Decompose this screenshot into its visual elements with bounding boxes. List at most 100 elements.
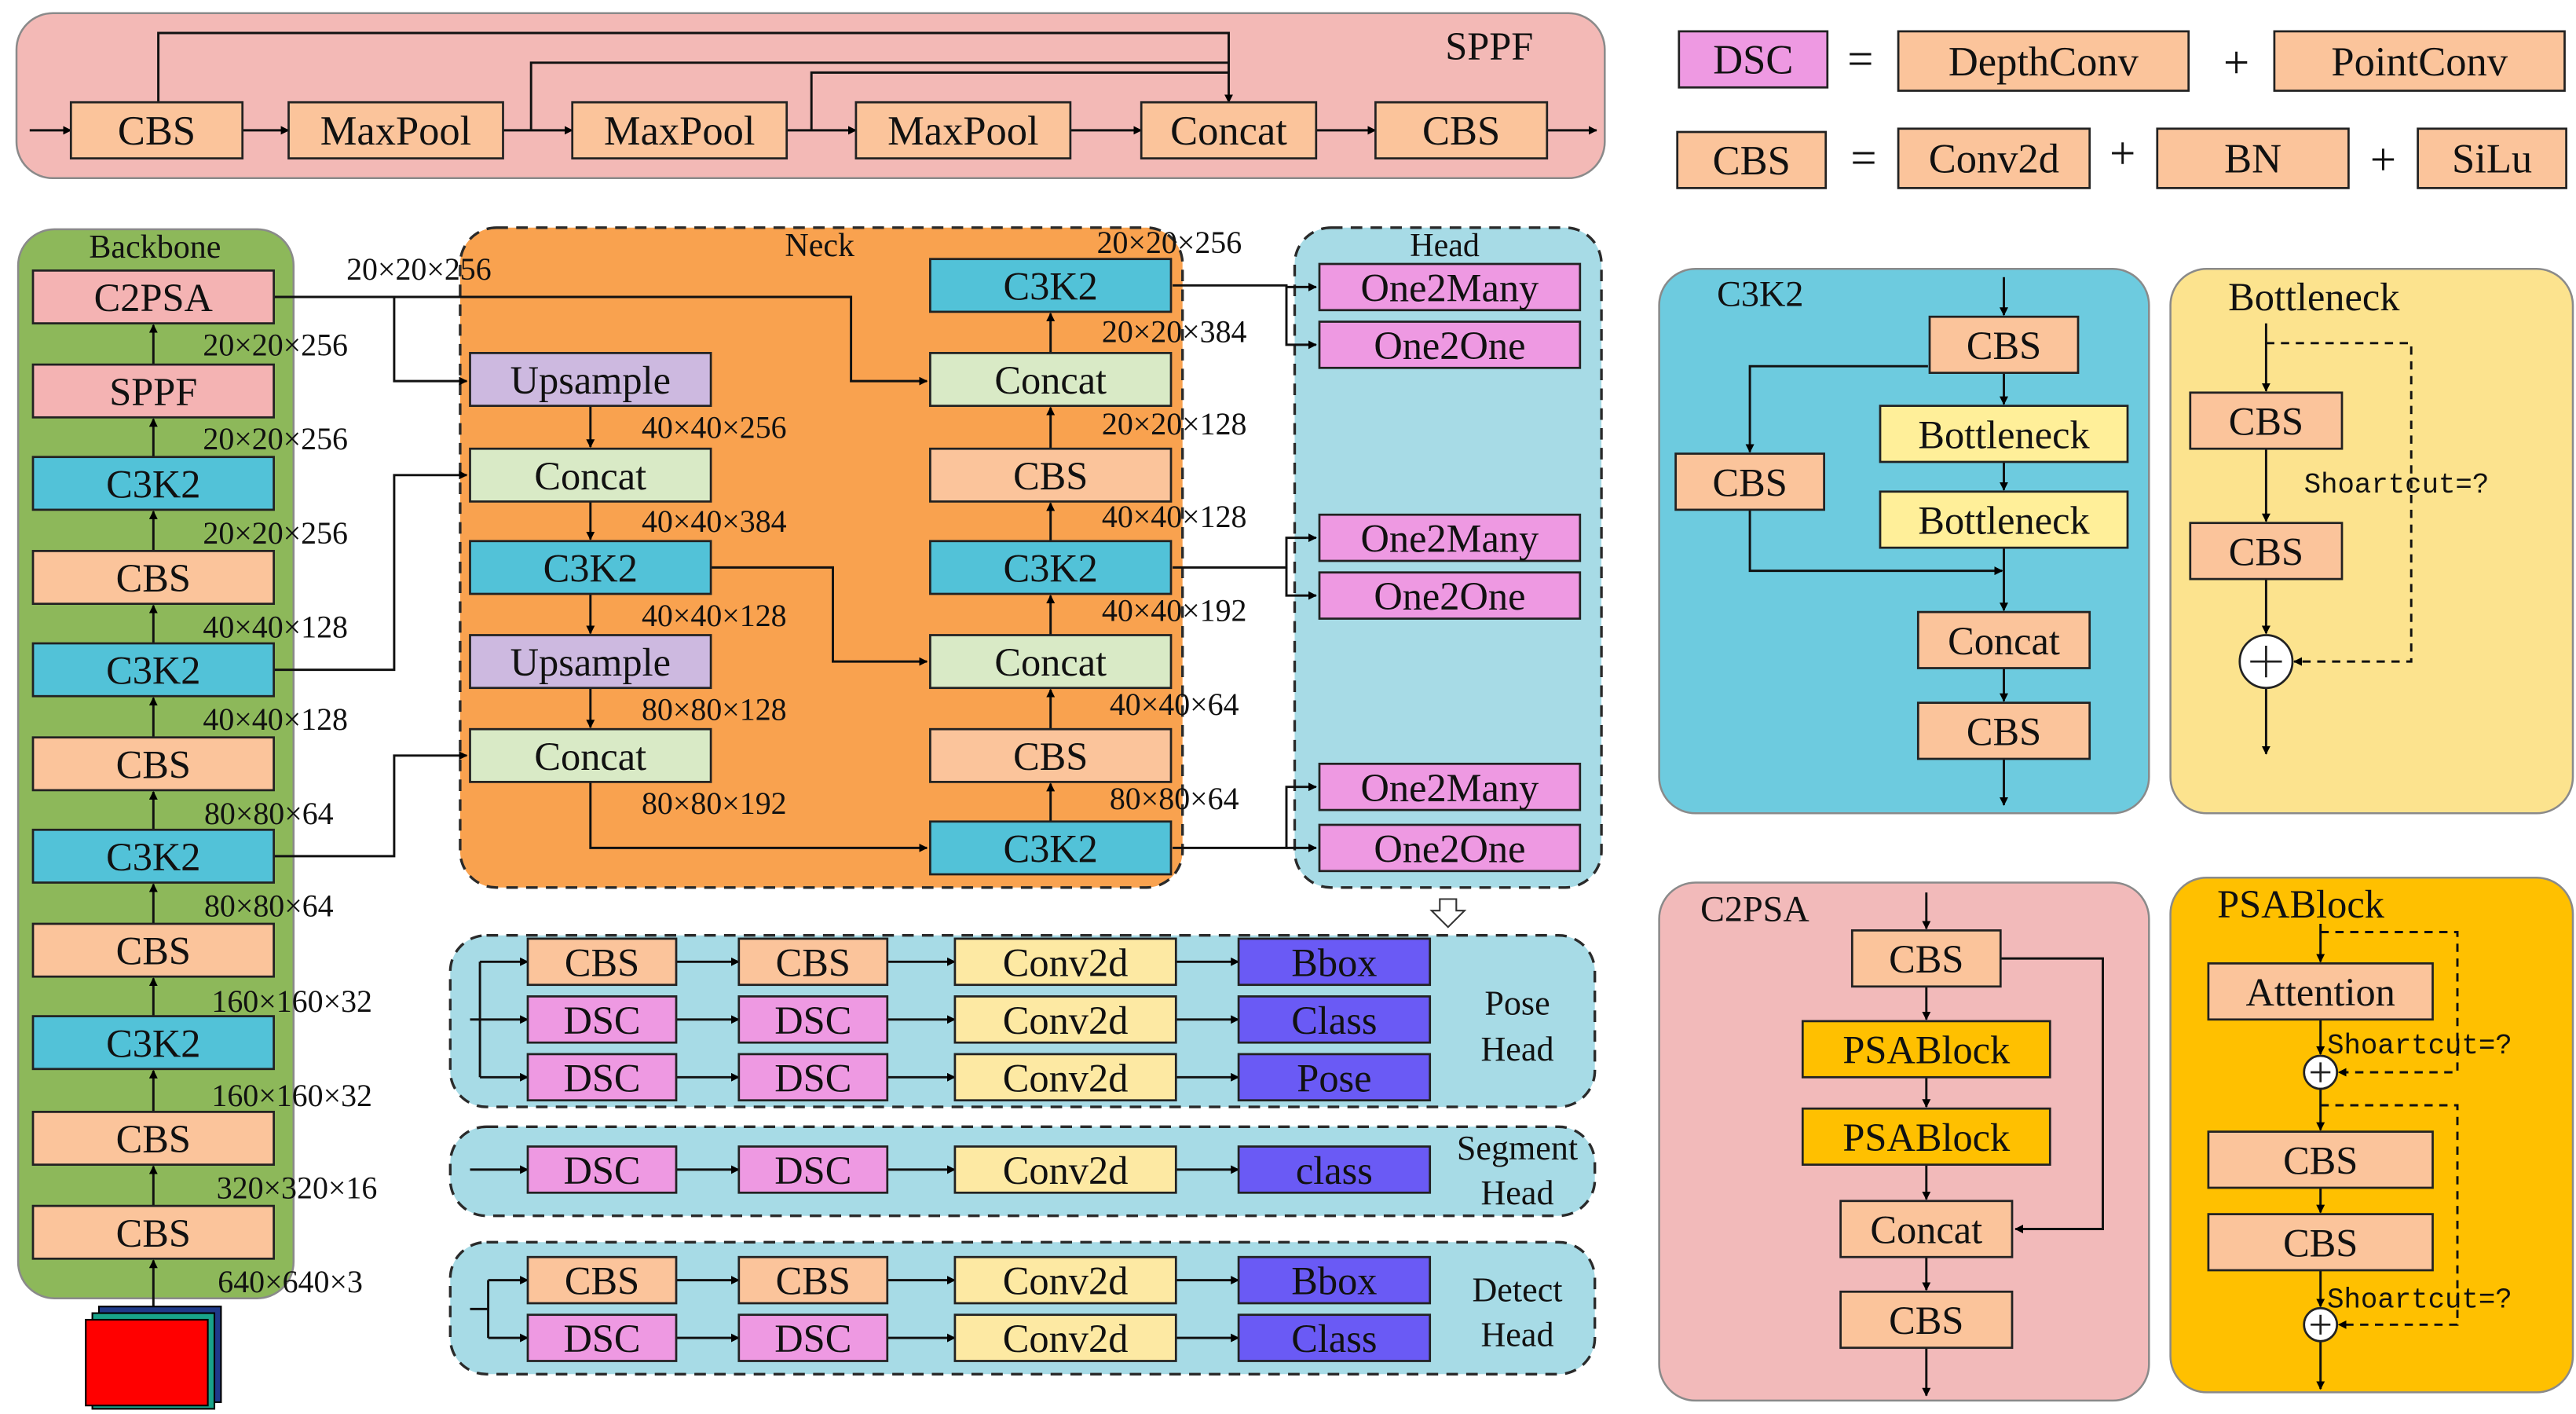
block-rect (1318, 321, 1582, 369)
block-sppf: SPPF (31, 363, 275, 419)
block-label: Concat (534, 734, 646, 778)
block-label: Upsample (510, 358, 671, 402)
bottleneck-module-title: Bottleneck (2228, 275, 2400, 319)
block-rect (737, 937, 889, 987)
block-rect (1140, 101, 1318, 159)
head-title: Head (1410, 228, 1480, 264)
block-rect (1237, 1313, 1432, 1362)
neck-shape-label: 40×40×192 (1102, 593, 1247, 628)
block-label: Class (1291, 998, 1377, 1042)
block-label: Conv2d (1003, 1056, 1129, 1100)
block-label: CBS (565, 1259, 639, 1303)
block-label: BN (2224, 137, 2281, 182)
psablock-add-2 (2303, 1306, 2339, 1343)
block-rect (737, 1145, 889, 1194)
arrow (273, 295, 928, 386)
block-rect (1318, 762, 1582, 811)
block-rect (854, 101, 1072, 159)
block-class: class (1237, 1145, 1432, 1194)
block-label: CBS (2229, 529, 2303, 573)
block-rect (1237, 937, 1432, 987)
block-cbs: CBS (929, 447, 1173, 503)
block-label: CBS (1889, 937, 1963, 981)
block-one2one: One2One (1318, 823, 1582, 873)
backbone-shape-label: 20×20×256 (203, 515, 348, 551)
block-class: Class (1237, 995, 1432, 1044)
block-c3k2: C3K2 (929, 820, 1173, 876)
neck-shape-label: 40×40×256 (642, 409, 787, 445)
arrow (711, 566, 928, 666)
neck-shape-label: 40×40×128 (642, 598, 787, 633)
block-label: Conv2d (1929, 137, 2059, 182)
block-rect (31, 1111, 275, 1166)
block-rect (1676, 130, 1828, 189)
block-silu: SiLu (2417, 127, 2567, 189)
arrow (1748, 509, 2003, 576)
block-maxpool: MaxPool (287, 101, 504, 159)
arrow (2000, 957, 2104, 1233)
block-dsc: DSC (737, 1053, 889, 1102)
block-rect (1916, 702, 2091, 760)
backbone-shape-label: 80×80×64 (204, 888, 334, 923)
neck-shape-label: 80×80×192 (642, 786, 787, 821)
block-label: Conv2d (1003, 998, 1129, 1042)
block-c3k2: C3K2 (31, 1015, 275, 1071)
block-c3k2: C3K2 (469, 540, 712, 595)
block-label: DSC (563, 1148, 640, 1192)
pose-head-label: Head (1480, 1030, 1553, 1068)
block-rect (1897, 30, 2190, 92)
block-c3k2: C3K2 (929, 540, 1173, 595)
backbone-shape-label: 40×40×128 (203, 702, 348, 737)
block-cbs: CBS (1674, 452, 1825, 511)
block-c2psa: C2PSA (31, 269, 275, 324)
block-rect (953, 937, 1177, 987)
block-bottleneck: Bottleneck (1879, 490, 2129, 549)
block-cbs: CBS (2207, 1130, 2434, 1189)
block-label: Conv2d (1003, 1317, 1129, 1361)
block-label: PSABlock (1842, 1028, 2011, 1072)
block-label: C3K2 (106, 462, 200, 506)
pose-head-label: Pose (1484, 984, 1550, 1022)
block-rect (2207, 962, 2434, 1021)
block-cbs: CBS (31, 736, 275, 792)
block-depthconv: DepthConv (1897, 30, 2190, 92)
block-label: SiLu (2452, 137, 2532, 182)
block-dsc: DSC (526, 1145, 678, 1194)
block-label: CBS (776, 1259, 851, 1303)
block-label: Bottleneck (1918, 412, 2090, 456)
block-label: CBS (1013, 454, 1088, 498)
block-label: DSC (774, 1317, 851, 1361)
block-rect (2417, 127, 2567, 189)
block-label: CBS (1422, 108, 1500, 154)
backbone-shape-label: 80×80×64 (204, 796, 334, 831)
block-rect (929, 820, 1173, 876)
block-label: C3K2 (106, 649, 200, 693)
block-rect (1237, 1053, 1432, 1102)
block-rect (1318, 513, 1582, 562)
arrow (1745, 364, 1928, 453)
block-label: Upsample (510, 640, 671, 684)
block-dsc: DSC (1678, 30, 1829, 89)
block-class: Class (1237, 1313, 1432, 1362)
block-c3k2: C3K2 (31, 828, 275, 884)
block-label: PointConv (2331, 39, 2508, 85)
block-label: CBS (116, 929, 191, 973)
block-rect (1237, 995, 1432, 1044)
sppf-title: SPPF (1445, 24, 1533, 68)
neck-shape-label: 40×40×64 (1110, 687, 1239, 722)
arrow (1173, 782, 1317, 849)
block-bn: BN (2156, 127, 2350, 189)
block-label: Pose (1297, 1056, 1371, 1100)
block-rect (953, 1053, 1177, 1102)
block-pose: Pose (1237, 1053, 1432, 1102)
block-cbs: CBS (1928, 315, 2080, 374)
c2psa-module-title: C2PSA (1700, 889, 1809, 929)
block-cbs: CBS (1374, 101, 1549, 159)
block-concat: Concat (1916, 610, 2091, 669)
block-label: Concat (1870, 1208, 1982, 1252)
block-rect (469, 352, 712, 407)
block-label: Attention (2246, 970, 2395, 1014)
block-pointconv: PointConv (2273, 30, 2566, 92)
block-maxpool: MaxPool (571, 101, 789, 159)
block-cbs: CBS (31, 550, 275, 605)
